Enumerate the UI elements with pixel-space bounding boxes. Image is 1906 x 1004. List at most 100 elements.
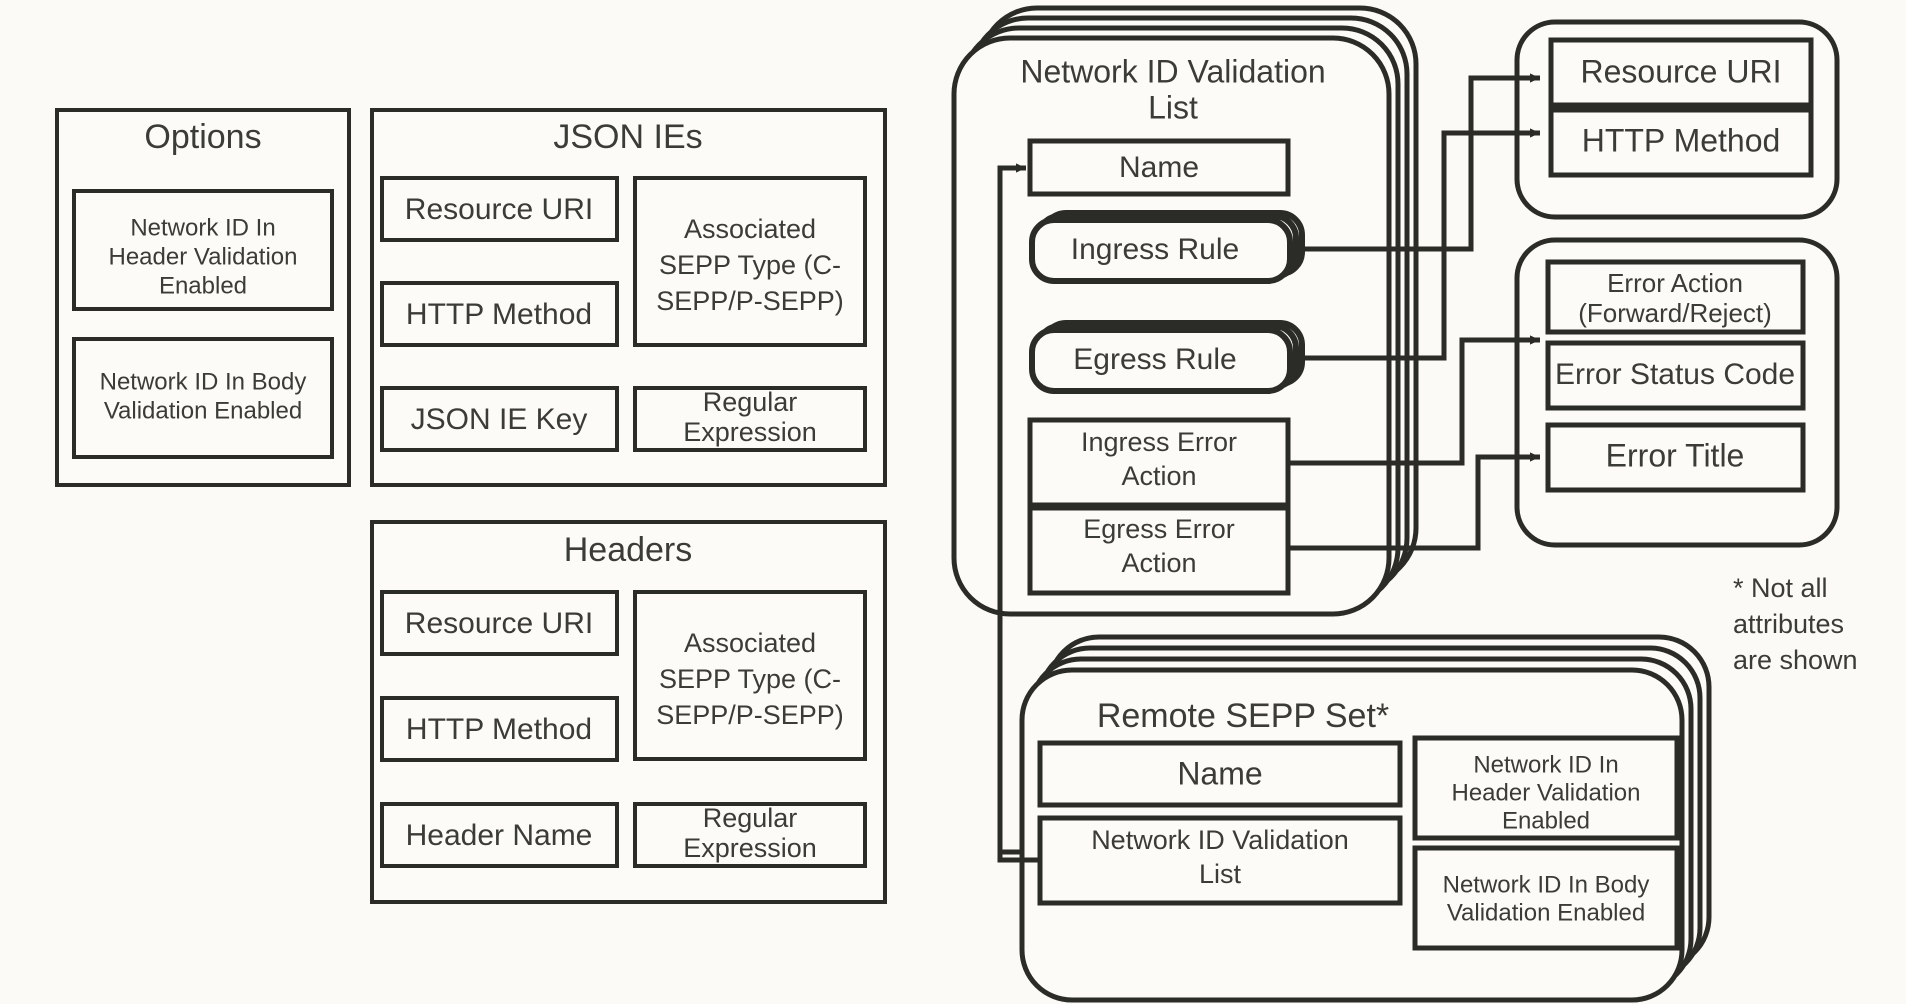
rss-item-line1: Network ID Validation [1091, 825, 1349, 855]
connector-remote-to-name [997, 163, 1040, 863]
nidvl-item-ingress-error-action: Ingress Error Action [1027, 417, 1291, 508]
header-line2: Expression [683, 833, 817, 863]
ingress-rule-label: Ingress Rule [1071, 233, 1239, 266]
nidvl-title-line1: Network ID Validation [1020, 53, 1325, 89]
json-ie-associated-sepp-type: Associated SEPP Type (C- SEPP/P-SEPP) [633, 176, 867, 347]
nidvl-item-box [1027, 138, 1291, 197]
json-ie-http-method: HTTP Method [380, 281, 619, 347]
json-ie-box [380, 386, 619, 452]
option-item-body-validation: Network ID In Body Validation Enabled [72, 337, 334, 459]
nidvl-item-line1: Ingress Error [1081, 427, 1237, 457]
rule-target-label: HTTP Method [1582, 122, 1781, 158]
header-resource-uri: Resource URI [380, 590, 619, 656]
json-ie-resource-uri: Resource URI [380, 176, 619, 242]
option-item-line2: Header Validation [108, 243, 297, 270]
json-ie-line3: SEPP/P-SEPP) [656, 286, 844, 316]
rss-item-line3: Enabled [1502, 807, 1590, 834]
json-ie-key: JSON IE Key [380, 386, 619, 452]
json-ie-label: JSON IE Key [411, 403, 588, 436]
rss-item-box [1412, 735, 1680, 841]
json-ies-group-title: JSON IEs [553, 118, 702, 156]
header-box [380, 696, 619, 762]
rss-item-line1: Network ID In [1473, 751, 1618, 778]
ingress-rule-box [1029, 217, 1293, 284]
error-target-box [1545, 259, 1806, 335]
option-item-line1: Network ID In Body [100, 368, 307, 395]
option-item-box [72, 189, 334, 311]
nidvl-item-line2: Action [1121, 548, 1196, 578]
nidvl-item-ingress-rule: Ingress Rule [1029, 210, 1305, 284]
json-ie-box [633, 386, 867, 452]
header-line1: Regular [703, 803, 798, 833]
rule-target-http-method: HTTP Method [1548, 107, 1814, 178]
json-ie-box [380, 281, 619, 347]
rule-target-group: Resource URI HTTP Method [1514, 19, 1840, 220]
option-item-box [72, 337, 334, 459]
egress-rule-box [1029, 327, 1293, 394]
json-ie-line1: Regular [703, 387, 798, 417]
remote-sepp-set-title: Remote SEPP Set* [1097, 697, 1389, 735]
rule-target-resource-uri: Resource URI [1548, 37, 1814, 108]
error-target-error-action: Error Action (Forward/Reject) [1545, 259, 1806, 335]
option-item-header-validation: Network ID In Header Validation Enabled [72, 189, 334, 311]
json-ies-group: JSON IEs Resource URI HTTP Method JSON I… [370, 108, 887, 487]
headers-group: Headers Resource URI HTTP Method Header … [370, 520, 887, 904]
options-group: Options Network ID In Header Validation … [55, 108, 351, 487]
rss-item-line1: Network ID In Body [1443, 871, 1650, 898]
option-item-line3: Enabled [159, 272, 247, 299]
json-ie-line1: Associated [684, 214, 816, 244]
header-box [633, 802, 867, 868]
json-ie-regular-expression: Regular Expression [633, 386, 867, 452]
rss-item-network-id-validation-list: Network ID Validation List [1037, 815, 1403, 906]
error-target-line1: Error Action [1607, 268, 1743, 298]
json-ie-box [633, 176, 867, 347]
json-ie-label: Resource URI [405, 193, 593, 226]
error-target-group: Error Action (Forward/Reject) Error Stat… [1514, 237, 1840, 548]
rss-item-line2: Validation Enabled [1447, 899, 1645, 926]
nidvl-item-label: Name [1119, 151, 1199, 184]
json-ie-line2: SEPP Type (C- [659, 250, 841, 280]
rss-item-header-validation-enabled: Network ID In Header Validation Enabled [1412, 735, 1680, 841]
header-box [380, 590, 619, 656]
nidvl-item-line1: Egress Error [1083, 514, 1235, 544]
header-line1: Associated [684, 628, 816, 658]
error-target-line1: Error Status Code [1555, 358, 1795, 391]
rule-target-box [1548, 107, 1814, 178]
rss-item-box [1412, 845, 1680, 951]
rss-item-body-validation-enabled: Network ID In Body Validation Enabled [1412, 845, 1680, 951]
rss-item-name: Name [1037, 740, 1403, 808]
json-ie-line2: Expression [683, 417, 817, 447]
nidvl-item-name: Name [1027, 138, 1291, 197]
rss-item-line2: List [1199, 859, 1242, 889]
json-ie-box [380, 176, 619, 242]
options-group-title: Options [144, 118, 261, 156]
header-label: HTTP Method [406, 713, 592, 746]
rss-item-line2: Header Validation [1451, 779, 1640, 806]
rss-item-box [1037, 740, 1403, 808]
remote-sepp-set-group: Remote SEPP Set* Name Network ID Validat… [1019, 634, 1712, 1003]
error-target-line2: (Forward/Reject) [1578, 298, 1772, 328]
header-label: Header Name [406, 819, 593, 852]
footnote-line2: attributes [1733, 609, 1844, 639]
rule-target-box [1548, 37, 1814, 108]
header-name: Header Name [380, 802, 619, 868]
error-target-box [1545, 340, 1806, 411]
header-line3: SEPP/P-SEPP) [656, 700, 844, 730]
error-target-box [1545, 422, 1806, 493]
footnote-line1: * Not all [1733, 573, 1828, 603]
nidvl-title-line2: List [1148, 89, 1198, 125]
rss-item-label: Name [1177, 755, 1262, 791]
rss-item-box [1037, 815, 1403, 906]
header-label: Resource URI [405, 607, 593, 640]
footnote-line3: are shown [1733, 645, 1858, 675]
footnote: * Not all attributes are shown [1733, 573, 1858, 675]
nidvl-item-line2: Action [1121, 461, 1196, 491]
header-box [633, 590, 867, 761]
header-associated-sepp-type: Associated SEPP Type (C- SEPP/P-SEPP) [633, 590, 867, 761]
header-line2: SEPP Type (C- [659, 664, 841, 694]
option-item-line1: Network ID In [130, 214, 275, 241]
rule-target-label: Resource URI [1581, 53, 1782, 89]
network-id-validation-list-group: Network ID Validation List Name Ingress … [951, 5, 1419, 617]
